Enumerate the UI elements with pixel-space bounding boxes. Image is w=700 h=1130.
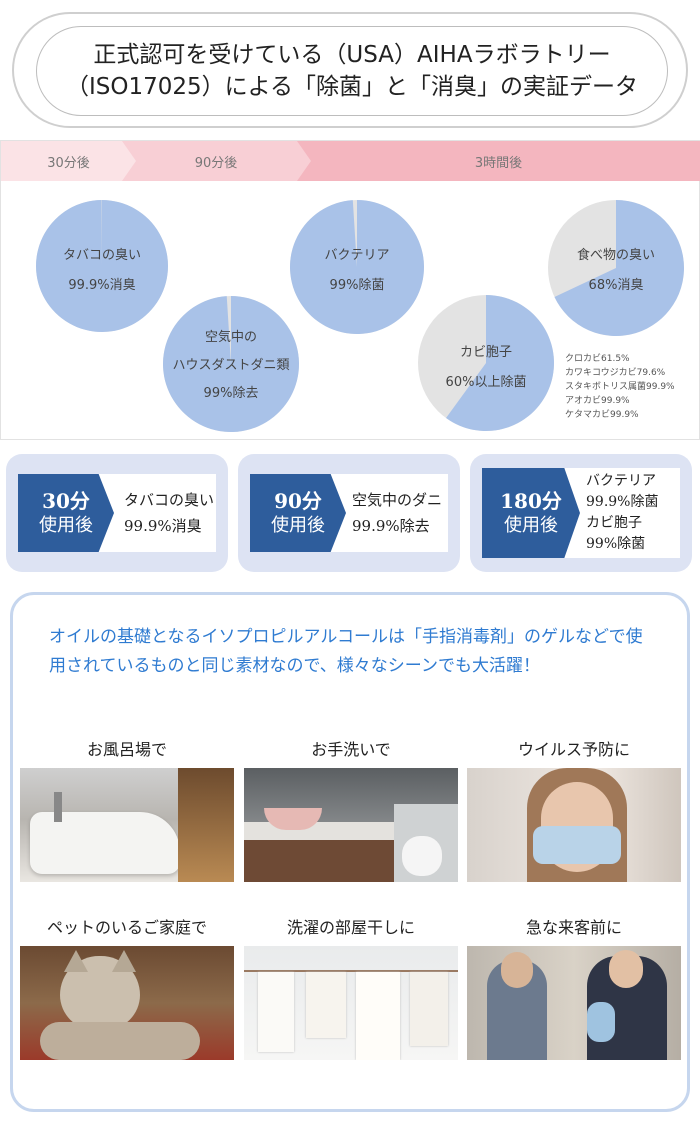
- usage-line: 99.9%消臭: [124, 517, 202, 535]
- usage-line: バクテリア: [586, 473, 656, 489]
- pie-housedust-name-1: 空気中の: [204, 330, 257, 345]
- scene-pet-label: ペットのいるご家庭で: [46, 918, 207, 937]
- bathroom-image: [20, 768, 234, 882]
- pie-slice: [163, 296, 299, 432]
- pie-bacteria: バクテリア 99%除菌: [290, 200, 424, 334]
- usage-line: 99.9%除菌: [586, 494, 659, 510]
- usage-badge-label: 使用後: [39, 515, 93, 536]
- usage-badge: 30分 使用後: [18, 474, 114, 552]
- pie-tobacco-chart: [36, 200, 169, 332]
- scene-laundry: 洗濯の部屋干しに: [244, 916, 458, 1060]
- mold-breakdown-list: クロカビ61.5% カワキコウジカビ79.6% スタキボトリス属菌99.9% ア…: [565, 352, 675, 422]
- scene-pet: ペットのいるご家庭で: [20, 916, 234, 1060]
- usage-card-inner: 180分 使用後 バクテリア 99.9%除菌 カビ胞子 99%除菌: [482, 468, 680, 558]
- pie-slice: [554, 200, 684, 336]
- title-banner: 正式認可を受けている（USA）AIHAラボラトリー （ISO17025）による「…: [12, 12, 688, 128]
- pie-food: 食べ物の臭い 68%消臭: [548, 200, 684, 336]
- scene-bathroom: お風呂場で: [20, 738, 234, 882]
- mold-item: スタキボトリス属菌99.9%: [565, 382, 675, 392]
- usage-text: タバコの臭い 99.9%消臭: [124, 474, 214, 552]
- usage-card-30min: 30分 使用後 タバコの臭い 99.9%消臭: [6, 454, 228, 572]
- scene-toilet: お手洗いで: [244, 738, 458, 882]
- scene-description: オイルの基礎となるイソプロピルアルコールは「手指消毒剤」のゲルなどで使用されてい…: [49, 627, 643, 676]
- virus-prevention-image: [467, 768, 681, 882]
- pie-housedust-value: 99%除去: [203, 386, 259, 401]
- pie-food-value: 68%消臭: [588, 278, 644, 293]
- usage-line: カビ胞子: [586, 515, 642, 531]
- timeline-step-3h: 3時間後: [296, 141, 700, 181]
- usage-line: 空気中のダニ: [352, 491, 443, 509]
- mold-item: カワキコウジカビ79.6%: [565, 368, 666, 378]
- usage-badge-label: 使用後: [271, 515, 325, 536]
- usage-badge: 90分 使用後: [250, 474, 346, 552]
- pie-tobacco-name: タバコの臭い: [62, 248, 141, 263]
- pie-food-name: 食べ物の臭い: [576, 248, 655, 263]
- usage-badge-time: 90分: [274, 489, 322, 513]
- scene-guests: 急な来客前に: [467, 916, 681, 1060]
- pie-tobacco: タバコの臭い 99.9%消臭: [36, 200, 169, 332]
- pie-housedust: 空気中の ハウスダストダニ類 99%除去: [163, 296, 299, 432]
- guests-image: [467, 946, 681, 1060]
- usage-card-90min: 90分 使用後 空気中のダニ 99.9%除去: [238, 454, 460, 572]
- laundry-image: [244, 946, 458, 1060]
- usage-text: 空気中のダニ 99.9%除去: [352, 474, 442, 552]
- usage-badge-time: 30分: [42, 489, 90, 513]
- pie-housedust-chart: [163, 296, 299, 432]
- pie-slice: [36, 200, 169, 332]
- toilet-image: [244, 768, 458, 882]
- usage-line: 99%除菌: [586, 536, 646, 552]
- scene-toilet-label: お手洗いで: [311, 740, 391, 759]
- pet-image: [20, 946, 234, 1060]
- pie-food-chart: [548, 200, 684, 336]
- pie-mold-chart: [418, 295, 554, 431]
- usage-line: 99.9%除去: [352, 517, 430, 535]
- pie-tobacco-value: 99.9%消臭: [68, 278, 136, 293]
- pie-bacteria-value: 99%除菌: [329, 278, 385, 293]
- pie-slice: [446, 295, 554, 431]
- mold-item: アオカビ99.9%: [565, 396, 630, 406]
- usage-line: タバコの臭い: [124, 491, 215, 509]
- title-line-1: 正式認可を受けている（USA）AIHAラボラトリー: [93, 42, 611, 68]
- scene-laundry-label: 洗濯の部屋干しに: [286, 918, 415, 937]
- pie-bacteria-name: バクテリア: [324, 248, 390, 263]
- title-line-2: （ISO17025）による「除菌」と「消臭」の実証データ: [66, 74, 638, 100]
- pie-housedust-name-2: ハウスダストダニ類: [172, 358, 290, 373]
- usage-badge: 180分 使用後: [482, 468, 580, 558]
- timeline-step-30min: 30分後: [1, 141, 136, 181]
- usage-badge-time: 180分: [500, 489, 562, 513]
- scene-virus-label: ウイルス予防に: [517, 740, 630, 759]
- usage-card-180min: 180分 使用後 バクテリア 99.9%除菌 カビ胞子 99%除菌: [470, 454, 692, 572]
- pie-mold-name: カビ胞子: [459, 345, 512, 360]
- pie-mold: カビ胞子 60%以上除菌: [418, 295, 554, 431]
- timeline-step-90min: 90分後: [121, 141, 311, 181]
- title-inner: 正式認可を受けている（USA）AIHAラボラトリー （ISO17025）による「…: [36, 26, 668, 116]
- pie-bacteria-chart: [290, 200, 424, 334]
- usage-badge-label: 使用後: [504, 515, 558, 536]
- usage-card-inner: 30分 使用後 タバコの臭い 99.9%消臭: [18, 474, 216, 552]
- mold-item: クロカビ61.5%: [565, 354, 630, 364]
- scene-virus: ウイルス予防に: [467, 738, 681, 882]
- pie-slice: [290, 200, 424, 334]
- scene-guests-label: 急な来客前に: [525, 918, 622, 937]
- test-results-panel: 30分後 90分後 3時間後: [0, 140, 700, 440]
- usage-text: バクテリア 99.9%除菌 カビ胞子 99%除菌: [586, 468, 658, 558]
- mold-item: ケタマカビ99.9%: [565, 410, 639, 420]
- timeline-bar: 30分後 90分後 3時間後: [1, 141, 700, 181]
- pie-mold-value: 60%以上除菌: [445, 375, 527, 390]
- usage-card-inner: 90分 使用後 空気中のダニ 99.9%除去: [250, 474, 448, 552]
- scene-bathroom-label: お風呂場で: [86, 740, 167, 759]
